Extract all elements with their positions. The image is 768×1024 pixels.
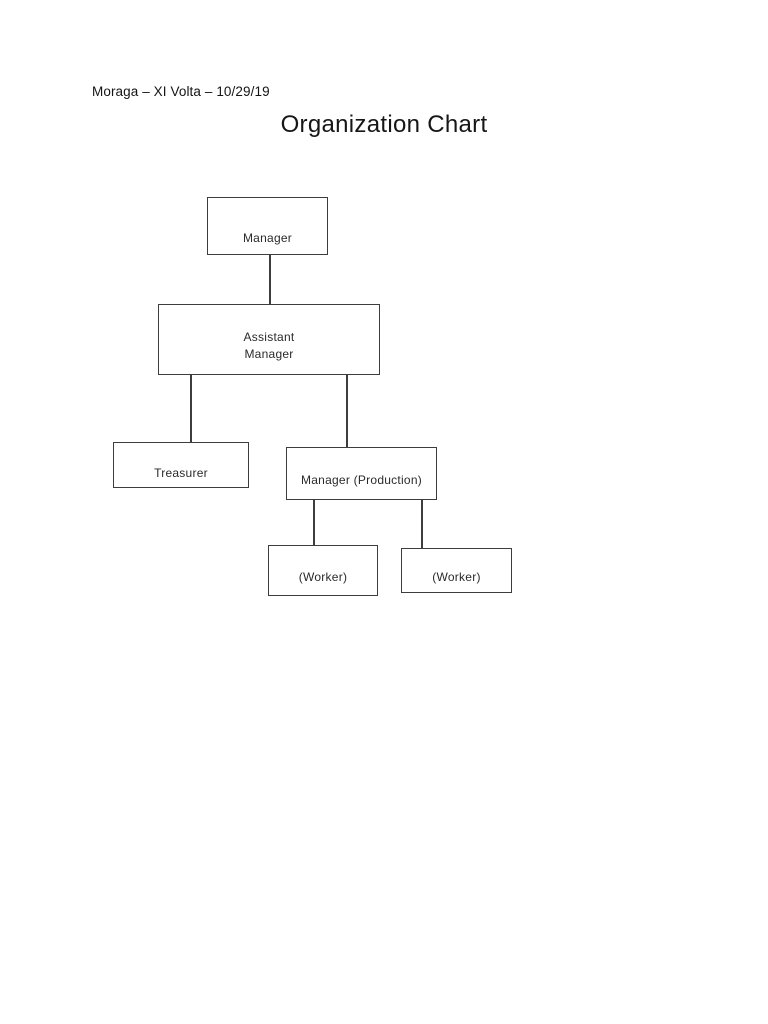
org-node-manager-production-label: Manager (Production) (300, 473, 423, 487)
connector-manager-to-assistant-manager (269, 255, 271, 304)
org-node-assistant-manager: Assistant Manager (158, 304, 380, 375)
org-node-worker-left-label: (Worker) (298, 570, 348, 584)
connector-assistant-manager-to-manager-production (346, 374, 348, 447)
org-node-manager-label: Manager (242, 231, 293, 245)
org-node-manager-production: Manager (Production) (286, 447, 437, 500)
org-node-treasurer: Treasurer (113, 442, 249, 488)
connector-manager-production-to-worker-left (313, 499, 315, 545)
org-node-manager: Manager (207, 197, 328, 255)
org-node-assistant-manager-label-line2: Manager (244, 347, 294, 361)
org-node-worker-right-label: (Worker) (432, 570, 481, 584)
connector-assistant-manager-to-treasurer (190, 374, 192, 442)
org-node-worker-left: (Worker) (268, 545, 378, 596)
page-title: Organization Chart (280, 111, 488, 138)
org-node-worker-right: (Worker) (401, 548, 512, 593)
org-node-treasurer-label: Treasurer (154, 466, 208, 480)
document-header-text: Moraga – XI Volta – 10/29/19 (92, 84, 270, 99)
org-node-assistant-manager-label-line1: Assistant (243, 330, 295, 344)
connector-manager-production-to-worker-right (421, 499, 423, 548)
